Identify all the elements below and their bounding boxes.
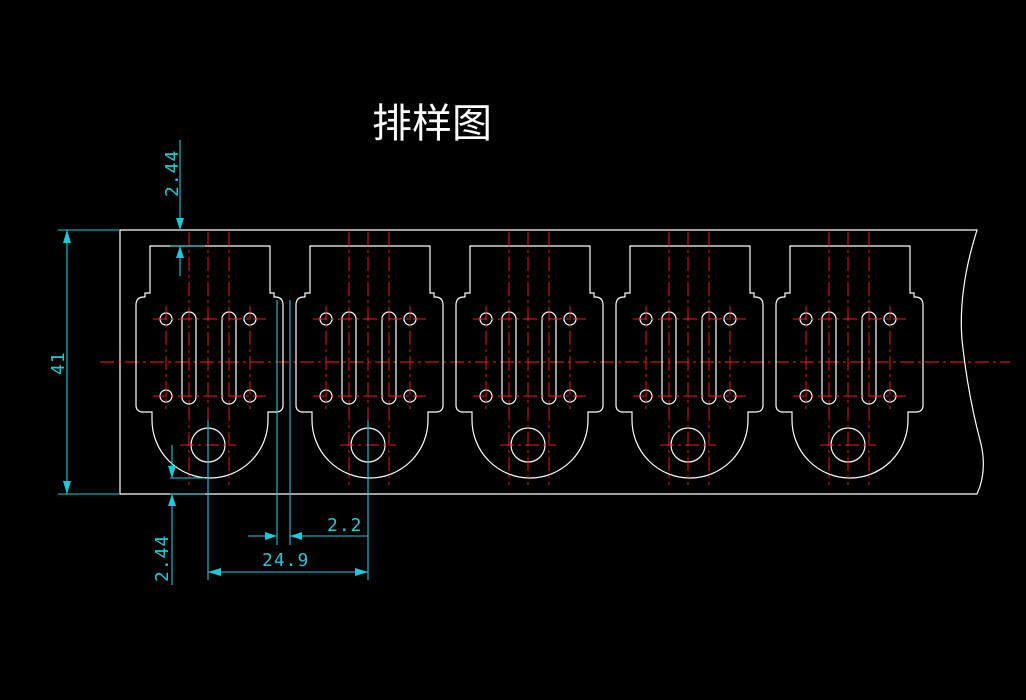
dim-pitch-label: 24.9 (262, 550, 309, 571)
part-1 (135, 232, 284, 485)
drawing-title: 排样图 (372, 101, 492, 147)
dim-slot-gap: 2.2 (248, 300, 368, 545)
dim-pitch: 24.9 (207, 420, 369, 580)
part-outline (615, 245, 764, 479)
dim-bottom-offset-label: 2.44 (152, 535, 173, 582)
part-outline (775, 245, 924, 479)
dim-strip-width-label: 41 (48, 351, 69, 375)
part-2 (295, 232, 444, 485)
part-outline (135, 245, 284, 479)
part-4 (615, 232, 764, 485)
part-outline (455, 245, 604, 479)
strip-outline (119, 229, 984, 495)
part-outline (295, 245, 444, 479)
dim-strip-width: 41 (48, 229, 120, 495)
dim-slot-gap-label: 2.2 (327, 515, 363, 536)
dim-top-offset-label: 2.44 (162, 150, 183, 197)
parts-group (135, 232, 924, 485)
part-5 (775, 232, 924, 485)
dim-top-offset: 2.44 (162, 140, 205, 276)
part-3 (455, 232, 604, 485)
dim-bottom-offset: 2.44 (152, 445, 205, 585)
